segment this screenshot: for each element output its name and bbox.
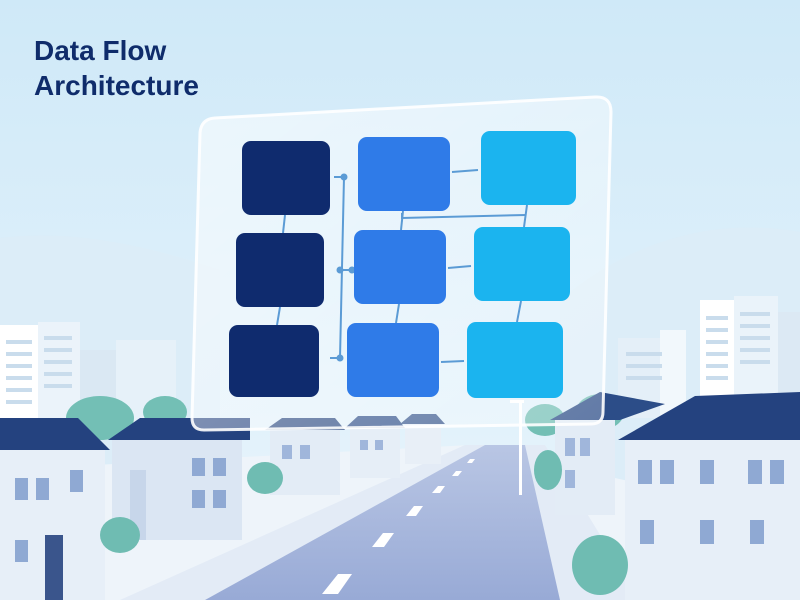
diagram-node-r2c1 [236, 233, 324, 307]
page-title: Data Flow Architecture [34, 33, 199, 103]
diagram-connectors [276, 169, 528, 363]
house-left-front [0, 418, 110, 600]
diagram-node-r3c3 [467, 322, 563, 398]
title-line-1: Data Flow [34, 35, 167, 66]
diagram-node-r3c2 [347, 323, 439, 397]
shrub-left [247, 462, 283, 494]
diagram-node-r2c3 [474, 227, 570, 301]
connector-junction-1 [340, 173, 348, 181]
shrub-right [534, 450, 562, 490]
shrub-left-2 [100, 517, 140, 553]
connector-r1c2-r1c3 [451, 169, 479, 173]
shrub-right-2 [572, 535, 628, 595]
connector-r1c2-r1c3-branch [401, 213, 527, 220]
diagram-node-r1c3 [481, 131, 576, 205]
connector-junction-4 [348, 266, 356, 274]
connector-r2c2-r3c2 [395, 303, 400, 324]
diagram-node-r1c1 [242, 141, 330, 215]
connector-r2c3-r3c3 [516, 300, 522, 323]
connector-r3c2-r3c3 [440, 360, 465, 363]
connector-r2c1-r3c1 [276, 306, 281, 326]
diagram-node-r3c1 [229, 325, 319, 397]
connector-r2c2-r2c3 [447, 265, 472, 269]
connector-junction-2 [336, 266, 344, 274]
connector-junction-3 [336, 354, 344, 362]
title-line-2: Architecture [34, 70, 199, 101]
lane-markings [322, 459, 475, 594]
house-right-front [618, 392, 800, 600]
road [205, 445, 560, 600]
diagram-node-r2c2 [354, 230, 446, 304]
connector-r1c1-r2c1 [282, 214, 286, 234]
sidewalk-left [120, 445, 485, 600]
diagram-nodes [229, 131, 576, 398]
diagram-node-r1c2 [358, 137, 450, 211]
